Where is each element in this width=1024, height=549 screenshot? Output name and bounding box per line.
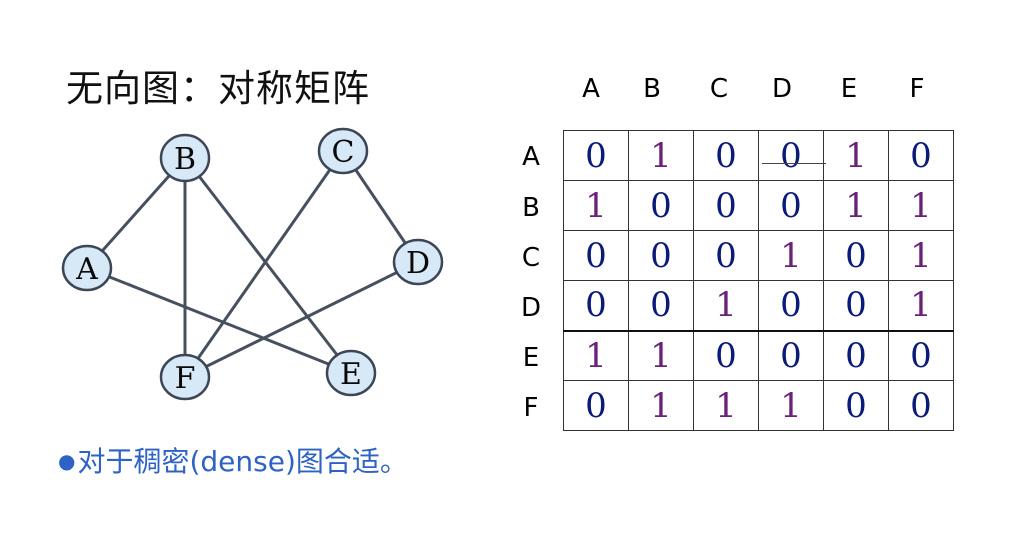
edge-a-e xyxy=(86,266,352,375)
matrix-cell: 1 xyxy=(628,330,694,381)
matrix-cell: 0 xyxy=(758,330,824,381)
col-header-b: B xyxy=(643,74,661,104)
matrix-cell: 0 xyxy=(758,130,824,181)
matrix-cell: 0 xyxy=(628,180,694,231)
matrix-cell: 1 xyxy=(823,180,889,231)
node-circle xyxy=(61,244,113,292)
matrix-cell: 1 xyxy=(693,380,759,431)
node-label: E xyxy=(340,357,362,392)
edge-c-f xyxy=(183,150,345,378)
node-b: B xyxy=(159,133,211,183)
matrix-cell: 0 xyxy=(693,330,759,381)
col-header-d: D xyxy=(771,74,793,104)
edge-d-f xyxy=(184,260,419,379)
edge-b-e xyxy=(183,157,353,374)
node-label: C xyxy=(332,135,355,170)
row-header-f: F xyxy=(523,393,539,423)
matrix-cell: 0 xyxy=(563,130,629,181)
strike-mark xyxy=(762,163,826,164)
node-circle xyxy=(317,127,369,175)
matrix-cell: 1 xyxy=(563,180,629,231)
matrix-cell: 1 xyxy=(823,130,889,181)
node-label: F xyxy=(175,361,196,396)
matrix-cell: 0 xyxy=(563,230,629,281)
matrix-cell: 0 xyxy=(693,130,759,181)
matrix-cell: 0 xyxy=(823,230,889,281)
node-circle xyxy=(159,353,211,401)
matrix-cell: 1 xyxy=(693,280,759,332)
matrix-cell: 0 xyxy=(563,380,629,431)
matrix-cell: 0 xyxy=(693,180,759,231)
row-header-d: D xyxy=(520,293,542,323)
matrix-cell: 0 xyxy=(628,280,694,332)
undirected-graph-diagram: A B C D E F xyxy=(61,127,444,401)
matrix-cell: 1 xyxy=(628,380,694,431)
row-header-a: A xyxy=(522,142,540,172)
col-header-c: C xyxy=(709,74,729,104)
col-header-a: A xyxy=(582,74,600,104)
matrix-cell: 0 xyxy=(823,280,889,332)
matrix-cell: 0 xyxy=(888,330,954,381)
node-d: D xyxy=(392,238,444,286)
node-label: D xyxy=(406,246,430,281)
matrix-cell: 0 xyxy=(758,280,824,332)
node-circle xyxy=(159,133,211,183)
matrix-cell: 0 xyxy=(823,330,889,381)
matrix-cell: 1 xyxy=(563,330,629,381)
node-label: B xyxy=(174,142,196,177)
matrix-cell: 0 xyxy=(888,130,954,181)
matrix-cell: 0 xyxy=(758,180,824,231)
matrix-cell: 1 xyxy=(758,380,824,431)
row-header-e: E xyxy=(522,343,540,373)
node-circle xyxy=(325,349,377,397)
node-circle xyxy=(392,238,444,286)
row-header-c: C xyxy=(521,243,541,273)
matrix-cell: 1 xyxy=(888,180,954,231)
bullet-icon: ● xyxy=(58,449,76,473)
note-text: ●对于稠密(dense)图合适。 xyxy=(58,440,408,480)
col-header-e: E xyxy=(840,74,858,104)
matrix-cell: 1 xyxy=(888,280,954,332)
matrix-cell: 1 xyxy=(628,130,694,181)
matrix-cell: 0 xyxy=(888,380,954,431)
note-label: 对于稠密(dense)图合适。 xyxy=(77,445,408,478)
col-header-f: F xyxy=(909,74,925,104)
matrix-cell: 0 xyxy=(563,280,629,332)
node-a: A xyxy=(61,244,113,292)
matrix-cell: 0 xyxy=(628,230,694,281)
slide-title: 无向图：对称矩阵 xyxy=(66,67,370,110)
node-e: E xyxy=(325,349,377,397)
node-c: C xyxy=(317,127,369,175)
node-f: F xyxy=(159,353,211,401)
node-label: A xyxy=(75,252,98,287)
matrix-cell: 0 xyxy=(693,230,759,281)
matrix-cell: 0 xyxy=(823,380,889,431)
matrix-cell: 1 xyxy=(888,230,954,281)
matrix-cell: 1 xyxy=(758,230,824,281)
row-header-b: B xyxy=(522,193,540,223)
